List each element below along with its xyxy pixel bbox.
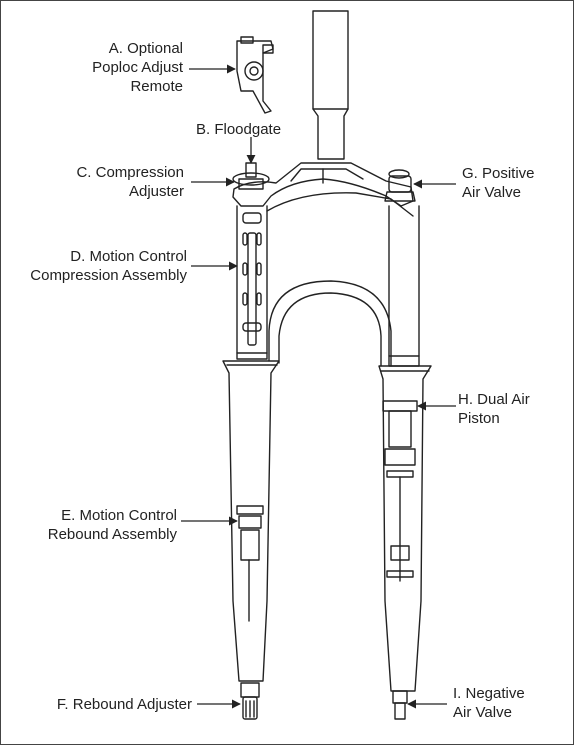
- label-floodgate: B. Floodgate: [196, 121, 282, 138]
- label-dual-air-piston: H. Dual Air Piston: [458, 391, 530, 427]
- label-motion-control-compression-assembly: D. Motion Control Compression Assembly: [30, 248, 187, 284]
- right-lower-leg: [378, 365, 432, 692]
- right-stanchion: [388, 205, 420, 367]
- negative-air-valve-cap: [392, 690, 408, 720]
- dual-air-piston: [382, 400, 418, 582]
- label-optional-poploc-adjust-remote: A. Optional Poploc Adjust Remote: [92, 40, 183, 95]
- poploc-remote: [236, 36, 274, 114]
- compression-slots: [242, 212, 262, 346]
- positive-air-valve-cap: [384, 169, 416, 202]
- rebound-adjuster-knob: [240, 682, 260, 720]
- label-compression-adjuster: C. Compression Adjuster: [76, 164, 184, 200]
- left-stanchion: [236, 205, 268, 360]
- compression-adjuster: [232, 162, 270, 190]
- arch: [266, 192, 414, 217]
- steerer-tube: [312, 10, 349, 160]
- label-negative-air-valve: I. Negative Air Valve: [453, 685, 525, 721]
- rebound-assembly: [236, 505, 264, 622]
- label-rebound-adjuster: F. Rebound Adjuster: [56, 696, 192, 713]
- crown: [232, 162, 414, 207]
- label-motion-control-rebound-assembly: E. Motion Control Rebound Assembly: [47, 507, 177, 543]
- label-positive-air-valve: G. Positive Air Valve: [462, 165, 535, 201]
